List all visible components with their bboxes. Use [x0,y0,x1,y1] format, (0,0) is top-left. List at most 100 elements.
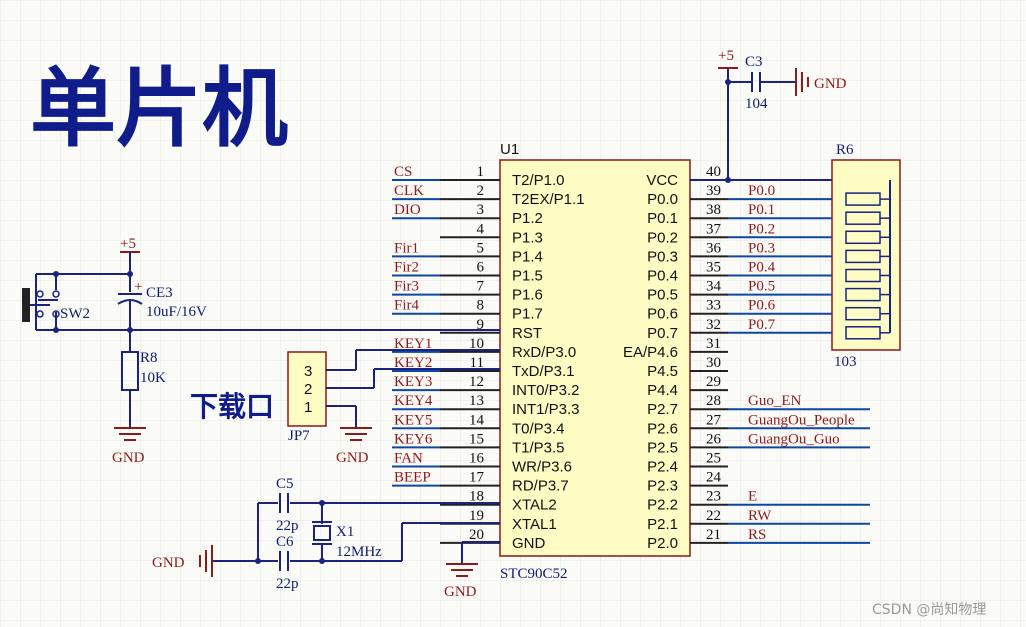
pin-number: 11 [470,355,484,371]
chip-u1[interactable]: U1 STC90C52 [499,141,691,582]
net-label: Fir2 [394,260,419,276]
r6-value: 103 [834,354,857,370]
pin-number: 23 [706,489,721,505]
pin-number: 9 [477,317,485,333]
c6-value: 22p [276,576,299,592]
pin-name: P2.3 [647,478,678,495]
net-label: P0.3 [748,240,775,256]
net-label: KEY4 [394,393,433,409]
pin-name: INT1/P3.3 [512,401,580,418]
resistor-r8[interactable]: R8 10K [121,350,166,391]
pin-name: P2.0 [647,535,678,552]
pin-number: 13 [469,393,484,409]
pin-name: P2.5 [647,439,678,456]
net-label: KEY2 [394,355,432,371]
pin-name: XTAL1 [512,516,557,533]
pin-name: VCC [646,172,678,189]
pin-number: 4 [477,221,485,237]
r8-ref: R8 [140,350,158,366]
pin-number: 31 [706,336,721,352]
pin-number: 3 [477,202,485,218]
pin-number: 10 [469,336,484,352]
gnd-label-jp7: GND [336,450,369,466]
pin-number: 40 [706,164,721,180]
pin-number: 15 [469,431,484,447]
net-label: P0.0 [748,183,775,199]
pin-name: P4.5 [647,363,678,380]
net-label: KEY6 [394,431,433,447]
net-label: DIO [394,202,421,218]
jp7-pin2: 2 [304,381,312,398]
pin-name: P0.3 [647,248,678,265]
net-label: P0.2 [748,221,775,237]
pin-number: 6 [477,260,485,276]
x1-ref: X1 [336,524,354,540]
crystal-circuit: C5 22p C6 22p GND X1 12MHz [152,476,500,592]
pin-number: 18 [469,489,484,505]
pin-number: 17 [469,470,485,486]
net-label: KEY5 [394,412,432,428]
c3-value: 104 [745,96,768,112]
pin-name: WR/P3.6 [512,459,572,476]
pin-number: 27 [706,412,722,428]
pin-number: 29 [706,374,721,390]
pin-number: 2 [477,183,485,199]
pin-number: 35 [706,260,721,276]
gnd-label-chip: GND [444,584,477,600]
c3-ref: C3 [745,54,763,70]
pin-number: 8 [477,298,485,314]
net-label: CS [394,164,412,180]
pin-name: P1.7 [512,306,543,323]
pin-number: 16 [469,451,485,467]
net-label: KEY3 [394,374,432,390]
vcc-label-top: +5 [718,48,734,64]
pin-name: P2.6 [647,420,678,437]
pin-name: P0.7 [647,325,678,342]
gnd-label-top: GND [814,76,847,92]
pin-name: RxD/P3.0 [512,344,576,361]
pin-name: TxD/P3.1 [512,363,575,380]
net-label: GuangOu_People [748,412,855,428]
pin-number: 28 [706,393,721,409]
net-label: Fir1 [394,240,419,256]
gnd-label-reset: GND [112,450,145,466]
net-label: P0.4 [748,260,776,276]
ce3-value: 10uF/16V [146,304,207,320]
pin-name: T2EX/P1.1 [512,191,585,208]
gnd-label-crystal: GND [152,555,185,571]
pin-number: 39 [706,183,721,199]
net-label: Guo_EN [748,393,801,409]
ce3-ref: CE3 [146,285,173,301]
pin-number: 24 [706,470,722,486]
pin-number: 14 [469,412,485,428]
pin-number: 32 [706,317,721,333]
page-title: 单片机 [30,59,288,159]
r6-ref: R6 [836,142,854,158]
watermark: CSDN @尚知物理 [872,601,986,618]
pin-name: P0.1 [647,210,678,227]
x1-value: 12MHz [336,544,382,560]
chip-ref: U1 [500,141,519,158]
pin-name: P2.4 [647,459,678,476]
pin-number: 37 [706,221,722,237]
pin-name: T2/P1.0 [512,172,565,189]
sw2-ref: SW2 [60,306,90,322]
pin-name: P1.5 [512,268,543,285]
jp7-ref: JP7 [288,428,310,444]
pin-name: P2.1 [647,516,678,533]
jp7-pin3: 3 [304,363,312,380]
pin-number: 12 [469,374,484,390]
jp7-pin1: 1 [304,399,312,416]
net-label: CLK [394,183,424,199]
pin-number: 38 [706,202,721,218]
net-label: P0.7 [748,317,776,333]
pin-name: INT0/P3.2 [512,382,580,399]
resistor-network-r6[interactable]: R6 103 [831,142,901,370]
pin-number: 1 [477,164,485,180]
header-jp7[interactable]: 3 2 1 JP7 [287,351,327,444]
switch-sw2[interactable]: SW2 [22,288,90,322]
net-label: P0.6 [748,298,776,314]
